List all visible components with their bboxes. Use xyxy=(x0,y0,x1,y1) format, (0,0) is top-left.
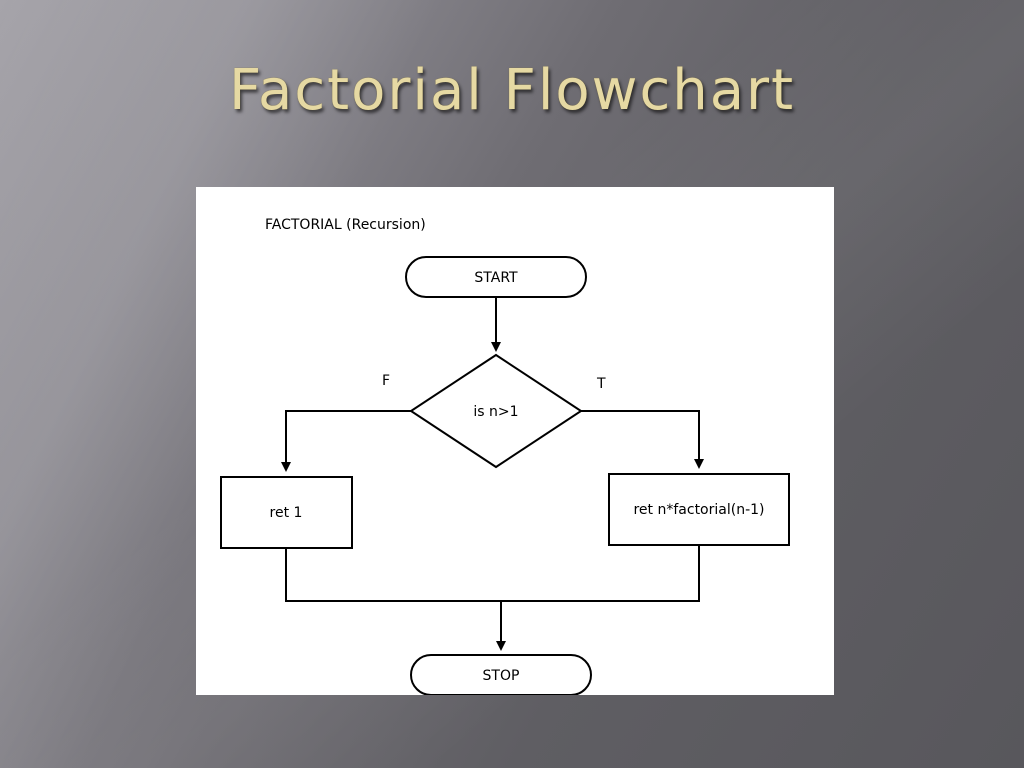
diagram-caption: FACTORIAL (Recursion) xyxy=(265,217,426,233)
false-edge-label: F xyxy=(382,373,390,389)
slide-title: Factorial Flowchart xyxy=(228,58,796,123)
flowchart-panel: FACTORIAL (Recursion) START is n>1 F T r… xyxy=(196,187,834,695)
true-branch-node: ret n*factorial(n-1) xyxy=(608,473,790,546)
decision-node-label: is n>1 xyxy=(473,404,518,420)
decision-node: is n>1 xyxy=(409,353,583,469)
true-edge-label: T xyxy=(596,376,606,392)
edge-decision-to-true xyxy=(581,410,704,469)
start-node: START xyxy=(405,256,587,298)
start-node-label: START xyxy=(474,270,518,286)
false-branch-node: ret 1 xyxy=(220,476,353,549)
flowchart-diagram: FACTORIAL (Recursion) START is n>1 F T r… xyxy=(220,217,790,695)
edge-merge xyxy=(285,545,700,602)
stop-node-label: STOP xyxy=(483,668,520,684)
false-branch-node-label: ret 1 xyxy=(270,505,303,521)
edge-decision-to-false xyxy=(281,410,411,472)
true-branch-node-label: ret n*factorial(n-1) xyxy=(633,502,764,518)
stop-node: STOP xyxy=(410,654,592,695)
